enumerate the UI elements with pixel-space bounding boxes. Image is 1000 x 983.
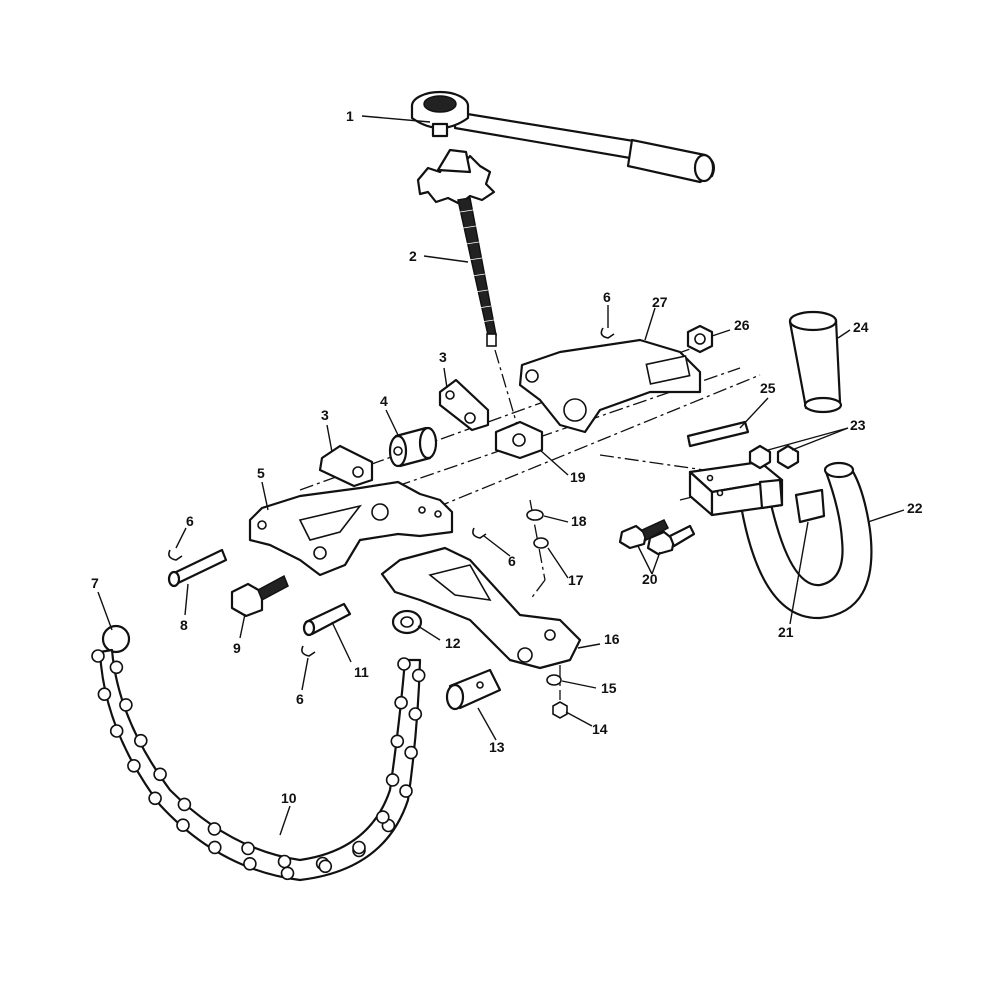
grip-sleeve-24 (788, 310, 843, 414)
chain-wheel (352, 840, 366, 855)
callout-1: 1 (346, 108, 354, 124)
callout-5: 5 (257, 465, 265, 481)
callout-18: 18 (571, 513, 587, 529)
callout-6-left: 6 (186, 513, 194, 529)
chain-wheel (243, 856, 257, 871)
callout-19: 19 (570, 469, 586, 485)
chain-wheel (241, 841, 255, 856)
chain-wheel (119, 698, 133, 712)
chain-wheel (408, 707, 423, 721)
chain-wheel (91, 649, 105, 663)
chain-wheel (390, 734, 405, 749)
leader-lines (97, 115, 905, 836)
label-plate-25 (686, 420, 750, 448)
chain-wheel (411, 668, 426, 683)
feed-screw (416, 148, 497, 347)
callout-22: 22 (907, 500, 923, 516)
washer-12 (391, 609, 423, 635)
nut-block-19 (494, 420, 544, 460)
pin-8 (167, 548, 228, 588)
chain-wheel (385, 773, 400, 787)
link-3-upper (438, 378, 490, 432)
callout-6-mid: 6 (508, 553, 516, 569)
main-frame-5 (248, 480, 454, 577)
chain-wheel (318, 859, 333, 874)
callout-3-lower: 3 (321, 407, 329, 423)
callout-6-bottom: 6 (296, 691, 304, 707)
chain-wheel (148, 791, 162, 806)
callout-7: 7 (91, 575, 99, 591)
bolts-20 (618, 519, 696, 556)
chain-wheel (97, 687, 112, 702)
square-housing-21 (688, 460, 826, 524)
callout-23: 23 (850, 417, 866, 433)
callout-10: 10 (281, 790, 297, 806)
washer-15 (546, 674, 562, 686)
bolt-9 (230, 574, 289, 618)
callout-3-upper: 3 (439, 349, 447, 365)
chain-wheel (177, 797, 192, 812)
chain-wheel (394, 695, 408, 710)
retaining-clip-6-left (168, 549, 183, 561)
hex-nut-26 (686, 324, 714, 354)
upper-frame-plate (518, 338, 702, 434)
cutter-chain-10 (91, 624, 426, 882)
sleeve-13 (445, 668, 502, 711)
callout-16: 16 (604, 631, 620, 647)
chain-wheel (153, 767, 167, 782)
chain-wheel (375, 810, 390, 824)
callout-17: 17 (568, 572, 584, 588)
ratchet-handle (410, 90, 715, 184)
callout-21: 21 (778, 624, 794, 640)
lever-arm-16 (380, 546, 582, 670)
callout-4: 4 (380, 393, 388, 409)
chain-wheel (397, 657, 411, 671)
chain-wheel (208, 840, 222, 855)
chain-wheel (280, 866, 295, 881)
callout-9: 9 (233, 640, 241, 656)
retaining-clip-6-bottom (301, 645, 316, 657)
chain-wheel (109, 724, 124, 738)
hex-nuts-23 (748, 444, 800, 470)
retaining-clip-6-top (600, 327, 615, 339)
callout-11: 11 (354, 664, 369, 680)
chain-cutter-wheels (91, 649, 426, 881)
chain-wheel (399, 784, 413, 798)
chain-wheel (109, 660, 124, 675)
washer-17 (533, 537, 549, 549)
callout-2: 2 (409, 248, 417, 264)
callout-numbers: 1 2 3 3 4 5 6 6 6 6 7 8 9 10 11 12 13 14… (91, 108, 923, 806)
callout-8: 8 (180, 617, 188, 633)
callout-13: 13 (489, 739, 505, 755)
chain-wheel (404, 745, 418, 760)
pin-11 (302, 602, 352, 637)
callout-15: 15 (601, 680, 617, 696)
chain-wheel (134, 733, 148, 748)
chain-wheel (277, 854, 292, 869)
callout-24: 24 (853, 319, 869, 335)
chain-wheel (207, 822, 222, 836)
handle-tube-22 (738, 461, 873, 620)
retaining-clip-6-mid (472, 527, 487, 539)
callout-27: 27 (652, 294, 668, 310)
roller-4 (388, 426, 438, 468)
callout-20: 20 (642, 571, 658, 587)
chain-wheel (176, 818, 190, 833)
callout-14: 14 (592, 721, 608, 737)
nut-14 (552, 701, 568, 719)
callout-6-top: 6 (603, 289, 611, 305)
link-3-lower (318, 444, 374, 488)
chain-wheel (127, 758, 141, 773)
callout-25: 25 (760, 380, 776, 396)
callout-26: 26 (734, 317, 750, 333)
washer-18 (526, 509, 544, 521)
callout-12: 12 (445, 635, 461, 651)
